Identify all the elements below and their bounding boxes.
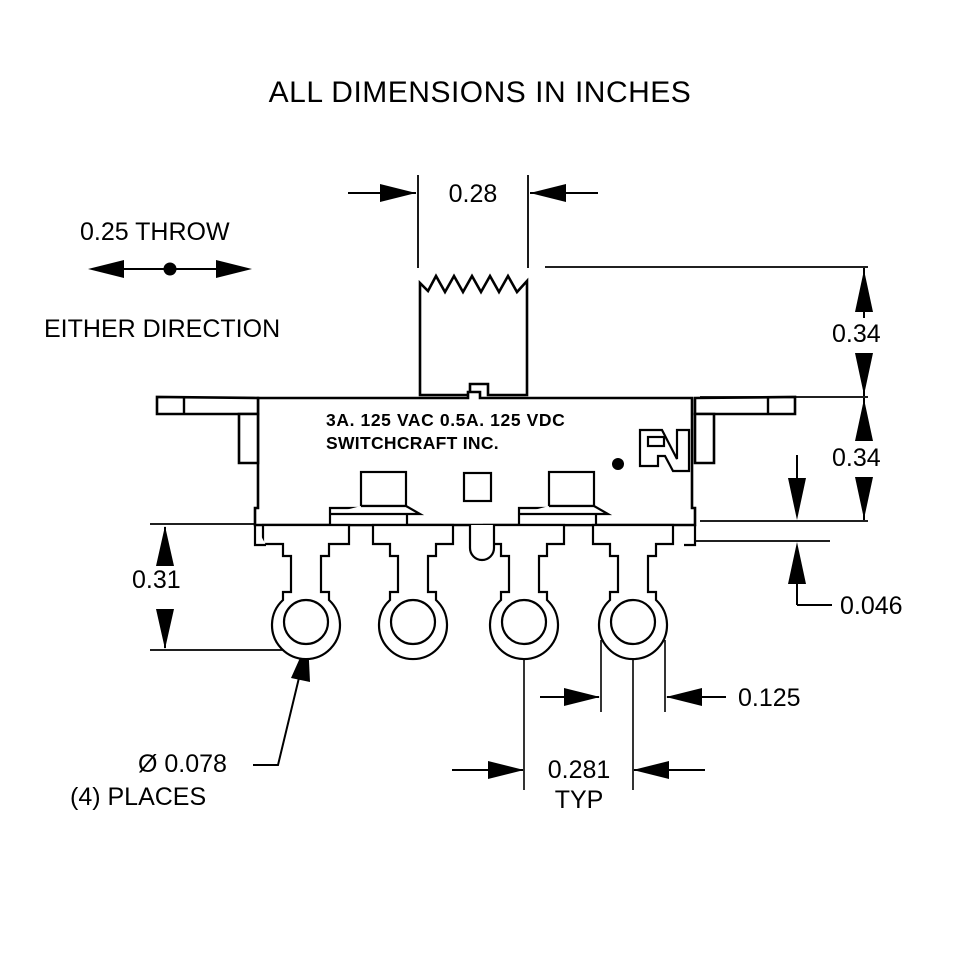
dim-board-gap [788, 455, 832, 606]
terminal-lug-2 [371, 523, 455, 661]
body-dot [612, 458, 624, 470]
body-bottom-notch [468, 525, 496, 562]
page-title: ALL DIMENSIONS IN INCHES [268, 76, 692, 109]
dim-actuator-width [348, 175, 598, 268]
throw-center-dot [163, 262, 177, 276]
dim-upper-height [855, 268, 873, 396]
ul-recognized-mark-icon [638, 428, 691, 473]
note-either-direction: EITHER DIRECTION [44, 315, 281, 343]
mounting-flange-right [693, 395, 797, 465]
dim-label-upper-height: 0.34 [832, 320, 881, 348]
note-throw: 0.25 THROW [80, 218, 230, 246]
dim-label-terminal-pitch-typ: TYP [554, 786, 604, 814]
body-marking-line-2: SWITCHCRAFT INC. [326, 433, 499, 453]
note-hole-diameter: Ø 0.078 [138, 750, 227, 778]
actuator-slide-cap [418, 273, 529, 397]
dim-label-actuator-width: 0.28 [448, 180, 498, 208]
mounting-flange-left [155, 395, 260, 465]
dim-lower-height [855, 398, 873, 520]
body-bottom-skirt [253, 525, 697, 547]
dim-terminal-offset [540, 688, 726, 706]
terminal-lug-4 [591, 523, 675, 661]
note-hole-places: (4) PLACES [70, 783, 207, 811]
throw-arrow-group [88, 260, 252, 278]
dim-label-terminal-pitch: 0.281 [547, 756, 611, 784]
terminal-lug-3 [482, 523, 566, 661]
body-internal-details [328, 458, 624, 527]
body-marking-line-1: 3A. 125 VAC 0.5A. 125 VDC [326, 410, 566, 430]
dim-label-terminal-offset: 0.125 [738, 684, 801, 712]
dim-label-terminal-drop: 0.31 [132, 566, 181, 594]
dim-label-board-gap: 0.046 [840, 592, 903, 620]
dim-terminal-pitch [452, 761, 705, 779]
dim-terminal-drop [150, 523, 290, 651]
dim-label-lower-height: 0.34 [832, 444, 881, 472]
terminal-lug-1 [261, 523, 351, 661]
